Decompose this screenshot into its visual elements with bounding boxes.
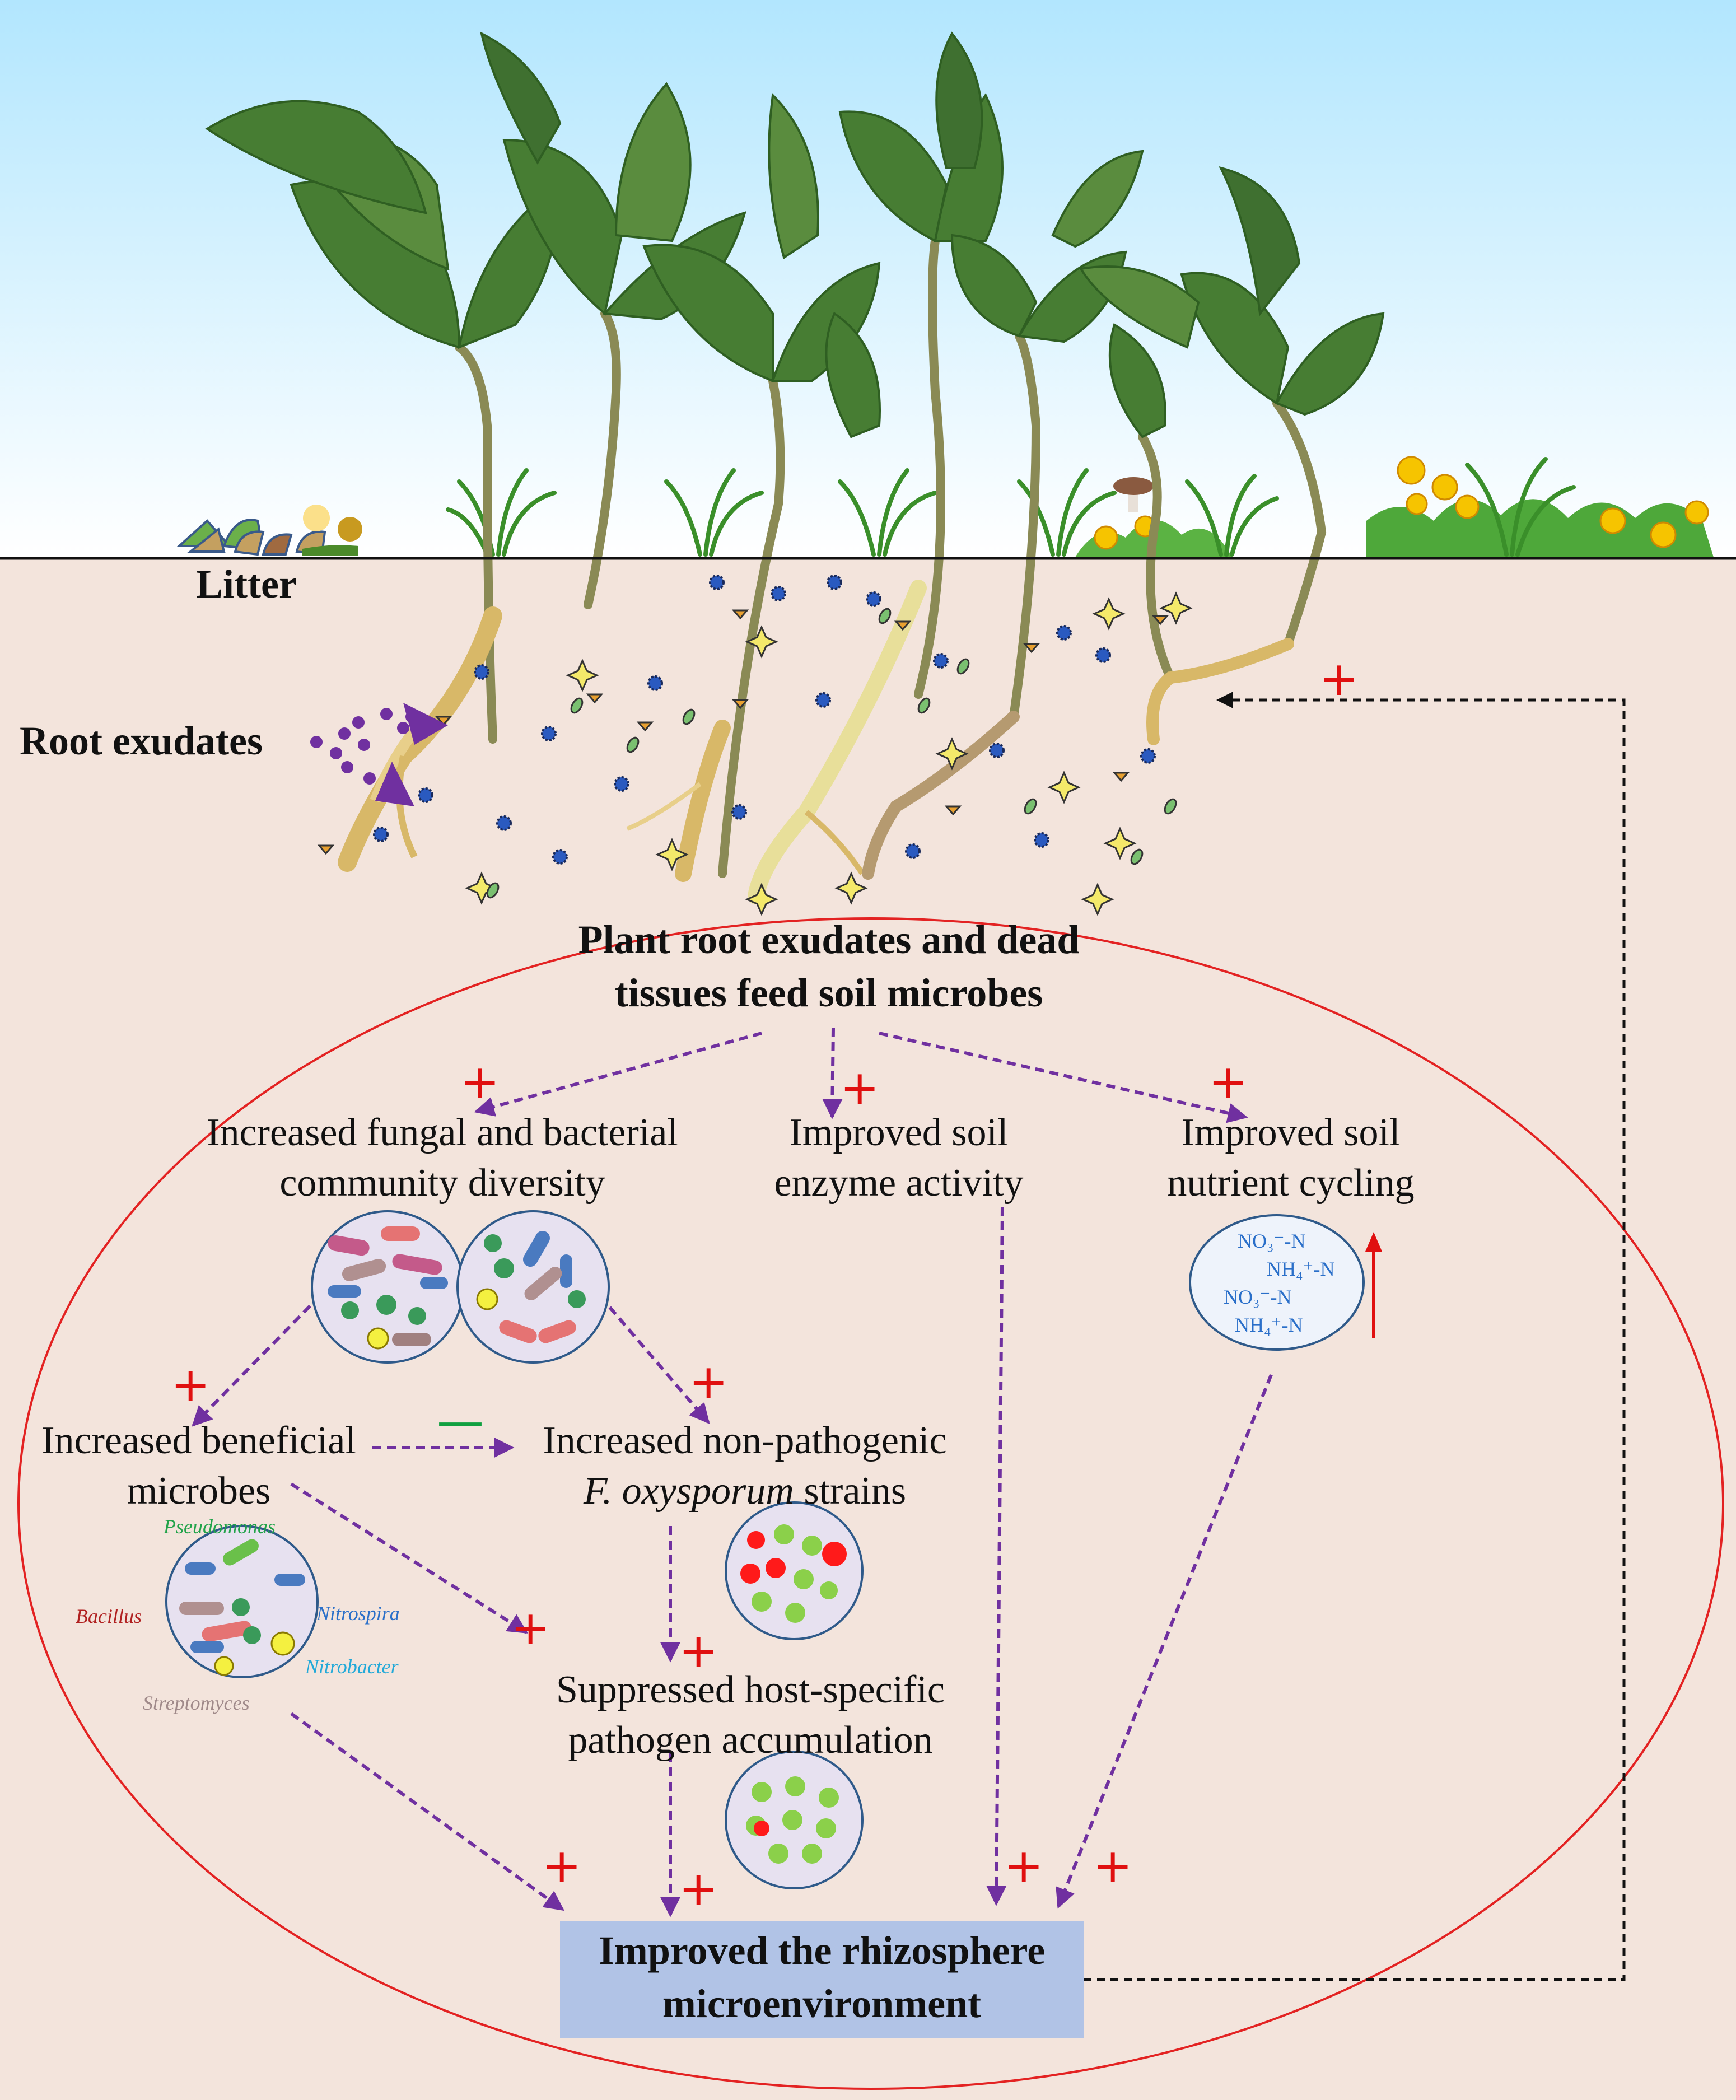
arrow-diversity-to-beneficial	[192, 1284, 332, 1427]
minus-sign: —	[437, 1393, 484, 1448]
nutrient-nitrate-1: NO₃⁻-N	[1238, 1230, 1306, 1252]
feedback-loop	[1084, 692, 1626, 1981]
fusarium-strains-circle	[725, 1501, 864, 1640]
species-bacillus: Bacillus	[76, 1605, 142, 1627]
litter-label: Litter	[196, 562, 297, 606]
process-boundary	[17, 917, 1724, 2090]
arrow-to-enzyme	[822, 1027, 843, 1119]
nonpathogenic-line2: F. oxysporum strains	[515, 1467, 974, 1515]
enzyme-line2: enzyme activity	[774, 1161, 1024, 1205]
arrow-to-nutrient	[879, 1032, 1248, 1123]
arrow-streptomyces-to-final	[290, 1712, 564, 1911]
diversity-line2: community diversity	[279, 1161, 605, 1205]
arrow-diversity-to-nonpathogenic	[589, 1284, 710, 1424]
mushroom-icon	[1113, 477, 1154, 512]
arrow-beneficial-to-suppressed	[290, 1482, 529, 1634]
strains-word: strains	[794, 1469, 907, 1513]
seedling-plants	[205, 31, 1385, 878]
root-exudate-dots	[310, 703, 448, 806]
main-title-line1: Plant root exudates and dead	[578, 917, 1080, 962]
enzyme-line1: Improved soil	[789, 1111, 1009, 1154]
soil	[0, 557, 1736, 2100]
nutrient-line1: Improved soil	[1181, 1111, 1401, 1154]
beneficial-microbes-circle	[165, 1525, 319, 1678]
final-line1: Improved the rhizosphere	[598, 1928, 1046, 1973]
diversity-line1: Increased fungal and bacterial	[207, 1111, 678, 1154]
main-title-line2: tissues feed soil microbes	[614, 970, 1043, 1015]
soil-microbes	[317, 575, 1193, 916]
plus-sign: +	[1208, 1054, 1248, 1109]
suppressed-line2: pathogen accumulation	[568, 1719, 933, 1762]
plus-sign: +	[679, 1623, 718, 1678]
species-nitrospira: Nitrospira	[316, 1602, 400, 1625]
litter-icon	[176, 505, 362, 556]
plus-sign: +	[511, 1600, 550, 1655]
plus-sign: +	[840, 1060, 880, 1115]
beneficial-line1: Increased beneficial	[41, 1419, 356, 1462]
beneficial-line2: microbes	[127, 1469, 271, 1513]
final-line2: microenvironment	[662, 1981, 982, 2026]
plus-sign: +	[1319, 651, 1359, 706]
nutrient-line2: nutrient cycling	[1167, 1161, 1415, 1205]
nutrient-ammonium-2: NH₄⁺-N	[1235, 1314, 1303, 1336]
bacterial-community-circle	[456, 1210, 610, 1364]
roots	[338, 580, 1294, 904]
flow-arrows	[192, 1027, 1273, 1917]
final-outcome-box	[560, 1921, 1084, 2038]
plus-sign: +	[171, 1357, 211, 1412]
species-nitrobacter: Nitrobacter	[305, 1655, 399, 1678]
arrow-to-diversity	[474, 1032, 762, 1117]
suppressed-line1: Suppressed host-specific	[556, 1668, 945, 1711]
plus-sign: +	[460, 1054, 500, 1109]
pathogen-circle	[725, 1751, 864, 1889]
nutrient-nitrate-2: NO₃⁻-N	[1224, 1286, 1292, 1308]
ground-grass	[446, 456, 1714, 557]
plus-sign: +	[1093, 1838, 1133, 1893]
arrow-nutrient-to-final	[1056, 1374, 1273, 1909]
species-streptomyces: Streptomyces	[143, 1692, 250, 1714]
plus-sign: +	[1004, 1838, 1044, 1893]
root-exudates-label: Root exudates	[20, 718, 263, 763]
nonpathogenic-line1: Increased non-pathogenic	[543, 1419, 947, 1462]
fungal-community-circle	[311, 1210, 464, 1364]
plus-sign: +	[679, 1861, 718, 1916]
nutrient-ammonium-1: NH₄⁺-N	[1267, 1258, 1335, 1280]
nutrient-circle	[1189, 1214, 1365, 1351]
species-pseudomonas: Pseudomonas	[164, 1515, 276, 1538]
plus-sign: +	[542, 1838, 582, 1893]
plus-sign: +	[689, 1354, 729, 1409]
fusarium-name: F. oxysporum	[583, 1469, 794, 1513]
increase-arrow	[1365, 1232, 1382, 1338]
